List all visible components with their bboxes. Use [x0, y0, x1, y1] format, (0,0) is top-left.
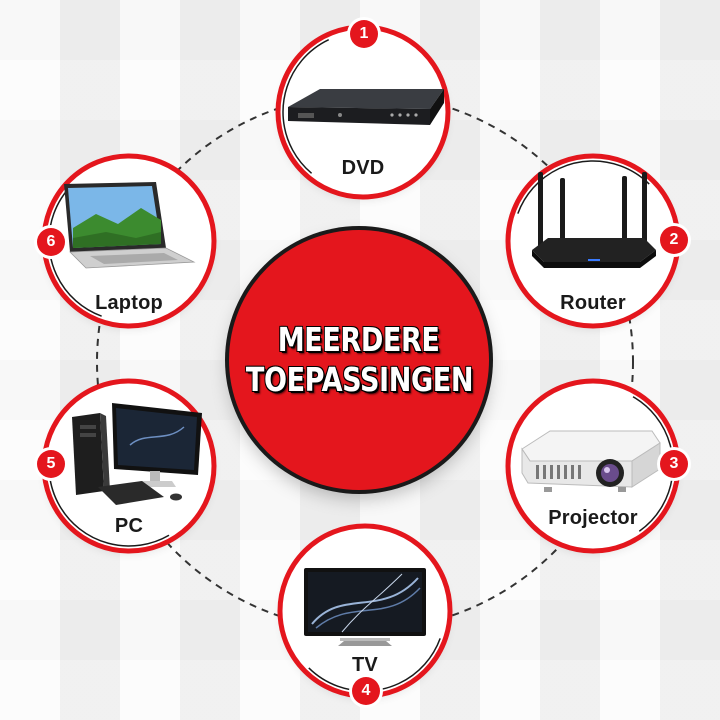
device-badge-6: 6 — [37, 228, 65, 256]
device-card-router: Router — [505, 153, 681, 329]
router-icon — [532, 172, 656, 268]
laptop-icon — [64, 182, 196, 269]
device-label-dvd: DVD — [341, 157, 385, 179]
device-label-tv: TV — [352, 654, 378, 676]
device-badge-1: 1 — [350, 20, 378, 48]
headline-circle: MEERDERE TOEPASSINGEN — [229, 230, 489, 490]
device-label-pc: PC — [114, 515, 144, 537]
device-label-router: Router — [560, 292, 626, 314]
device-badge-2: 2 — [660, 226, 688, 254]
device-badge-4: 4 — [352, 677, 380, 705]
tv-icon — [304, 568, 426, 646]
device-card-tv: TV — [277, 523, 453, 699]
device-badge-3: 3 — [660, 450, 688, 478]
dvd-player-icon — [288, 89, 444, 125]
device-label-projector: Projector — [548, 507, 638, 529]
desktop-pc-icon — [72, 403, 202, 505]
projector-icon — [521, 430, 661, 492]
device-card-dvd: DVD — [275, 24, 451, 200]
headline-line-1: MEERDERE — [278, 320, 440, 359]
device-card-pc: PC — [41, 378, 217, 554]
device-card-laptop: Laptop — [41, 153, 217, 329]
headline-line-2: TOEPASSINGEN — [245, 360, 473, 399]
device-badge-5: 5 — [37, 450, 65, 478]
device-card-projector: Projector — [505, 378, 681, 554]
device-label-laptop: Laptop — [95, 292, 163, 314]
